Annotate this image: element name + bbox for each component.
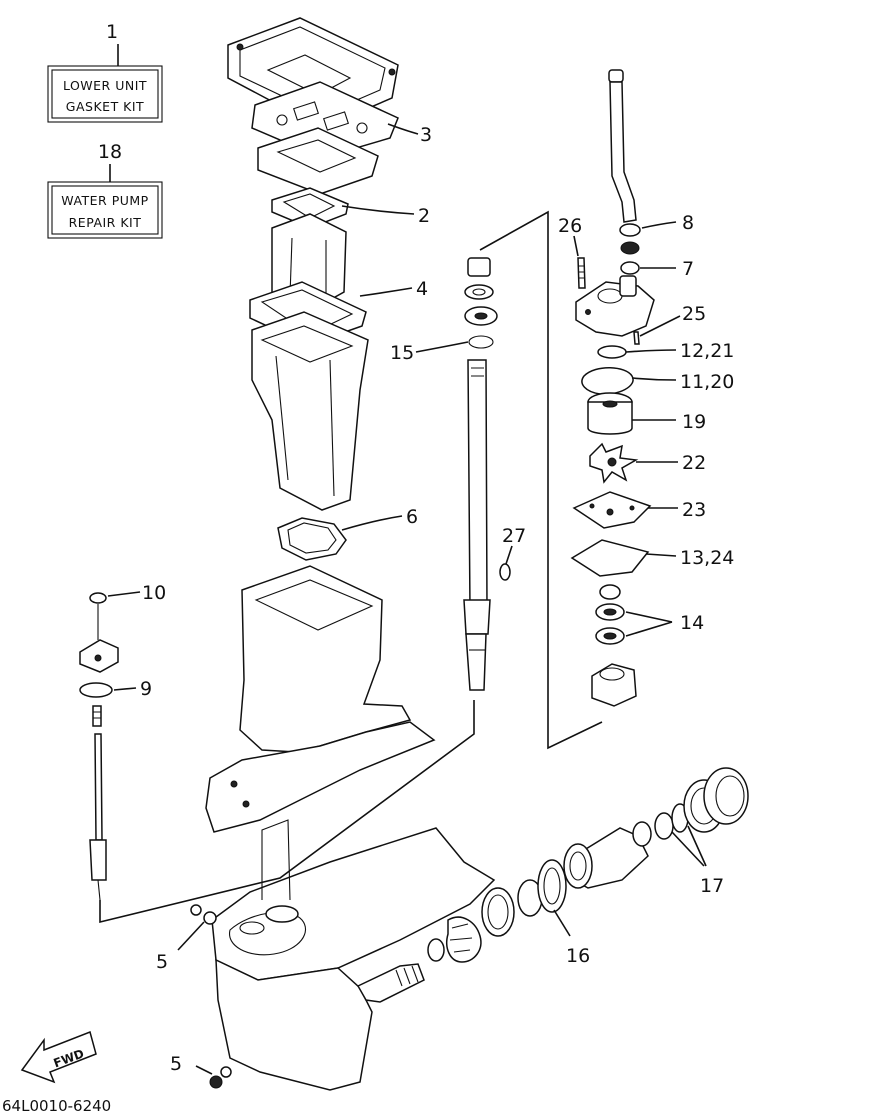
grommet-8: [619, 223, 641, 255]
drain-plug-lower: [209, 1066, 232, 1089]
impeller-22: [589, 442, 639, 484]
callout-16: 16: [566, 945, 590, 967]
o-ring-12-21: [597, 345, 627, 359]
driveshaft-connector-line: [479, 210, 603, 750]
kit-frame: [47, 181, 163, 239]
callout-4: 4: [416, 278, 428, 300]
callout-12-21: 12,21: [680, 340, 734, 362]
kit-frame-inner: [51, 69, 159, 119]
gasket-13-24: [570, 539, 650, 577]
water-tube: [608, 69, 637, 223]
callout-6: 6: [406, 506, 418, 528]
gear-case: [211, 827, 496, 1091]
driveshaft-bore-line: [261, 819, 291, 901]
callout-14: 14: [680, 612, 704, 634]
reverse-gear-seals-17: [632, 767, 749, 847]
callout-19: 19: [682, 411, 706, 433]
bearing-housing: [563, 827, 649, 889]
callout-5-lower: 5: [170, 1053, 182, 1075]
callout-11-20: 11,20: [680, 371, 734, 393]
impeller-housing-19: [587, 392, 633, 435]
callout-10: 10: [142, 582, 166, 604]
kit-line-1: WATER PUMP: [61, 193, 148, 208]
adapter-plate: [257, 127, 379, 195]
pump-housing: [575, 275, 655, 345]
kit-number: 1: [106, 21, 118, 43]
callout-3: 3: [420, 124, 432, 146]
callout-8: 8: [682, 212, 694, 234]
shift-rod-connector-line: [99, 700, 475, 924]
bearing-ring-16: [481, 859, 567, 937]
fwd-direction-arrow: FWD: [20, 1030, 97, 1084]
water-pump-repair-kit-box: 18 WATER PUMP REPAIR KIT: [47, 141, 163, 239]
kit-line-1: LOWER UNIT: [63, 78, 147, 93]
callout-7: 7: [682, 258, 694, 280]
kit-frame: [47, 65, 163, 123]
forward-gear: [427, 916, 482, 963]
callout-2: 2: [418, 205, 430, 227]
exhaust-manifold: [251, 311, 369, 511]
callout-9: 9: [140, 678, 152, 700]
callout-26: 26: [558, 215, 582, 237]
drain-plug-upper: [190, 904, 217, 925]
shift-rod-assembly: [79, 592, 119, 901]
lower-casing: [205, 565, 436, 833]
callout-25: 25: [682, 303, 706, 325]
callout-15: 15: [390, 342, 414, 364]
kit-number: 18: [98, 141, 122, 163]
callout-labels: 3 2 4 6 15 26 8 7 25 12,21 11,20 19 22 2…: [140, 124, 734, 1075]
bolt-26: [577, 257, 586, 289]
outer-plate-23: [572, 491, 652, 529]
callout-17: 17: [700, 875, 724, 897]
callout-13-24: 13,24: [680, 547, 734, 569]
callout-27: 27: [502, 525, 526, 547]
kit-line-2: GASKET KIT: [66, 99, 144, 114]
driveshaft: [463, 257, 498, 691]
callout-22: 22: [682, 452, 706, 474]
clip-27: [499, 563, 511, 581]
callout-23: 23: [682, 499, 706, 521]
oil-seal-housing: [591, 663, 637, 707]
drawing-code: 64L0010-6240: [2, 1097, 111, 1114]
grommet-7: [620, 261, 640, 275]
callout-5-upper: 5: [156, 951, 168, 973]
kit-frame-inner: [51, 185, 159, 235]
lower-unit-gasket-kit-box: 1 LOWER UNIT GASKET KIT: [47, 21, 163, 123]
leader-lines: [107, 123, 707, 1075]
insert-cartridge-11-20: [581, 367, 634, 395]
kit-line-2: REPAIR KIT: [69, 215, 142, 230]
seal-ring-part-6: [277, 517, 347, 561]
gasket-part-2: [271, 187, 349, 229]
seals-14: [595, 584, 625, 645]
